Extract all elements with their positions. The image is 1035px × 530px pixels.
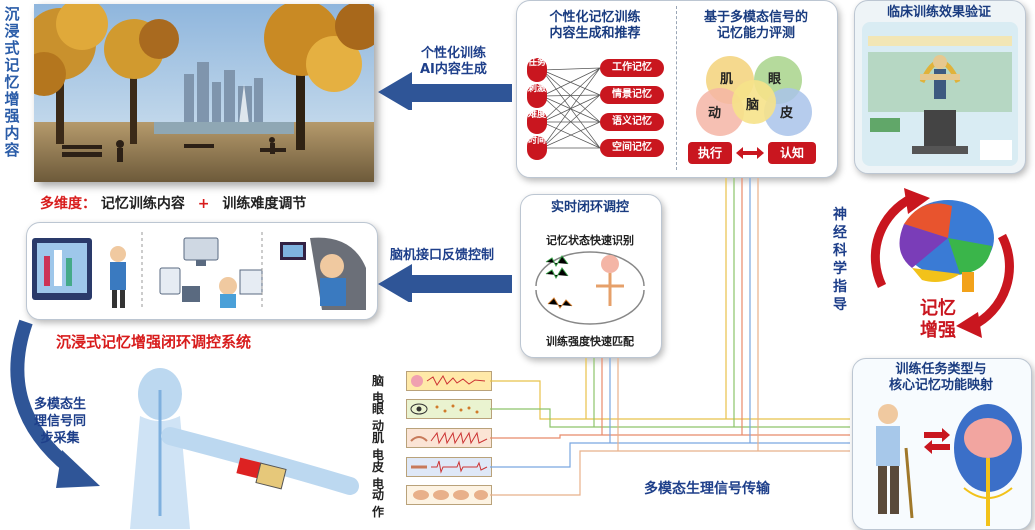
- sync-label: 多模态生理信号同步采集: [34, 397, 87, 446]
- realtime-top-text: 记忆状态快速识别: [546, 234, 634, 247]
- signal-box-motion: [406, 485, 492, 505]
- signal-name-emg: 肌电: [372, 431, 385, 462]
- venn-label-muscle: 肌: [720, 72, 734, 87]
- realtime-title: 实时闭环调控: [550, 200, 629, 215]
- park-scene-image: [34, 4, 374, 182]
- double-arrow-icon: [736, 147, 764, 159]
- output-working-memory: 工作记忆: [600, 59, 664, 77]
- signal-name-eeg: 脑电: [372, 374, 385, 405]
- execution-button: 执行: [688, 142, 732, 164]
- signal-box-emg: [406, 428, 492, 448]
- personalized-network: [541, 67, 601, 149]
- venn-label-motion: 动: [708, 106, 722, 121]
- input-node-task: 任务: [527, 58, 547, 82]
- signal-box-eeg: [406, 371, 492, 391]
- system-title: 沉浸式记忆增强闭环调控系统: [56, 333, 252, 351]
- venn-label-eye: 眼: [768, 72, 782, 87]
- input-node-time: 时间: [527, 136, 547, 160]
- realtime-bottom-text: 训练强度快速匹配: [546, 335, 634, 348]
- cognition-button: 认知: [768, 142, 816, 164]
- human-body-illustration: [130, 368, 359, 529]
- signal-name-eda: 皮电: [372, 460, 385, 491]
- signal-box-eda: [406, 457, 492, 477]
- venn-label-skin: 皮: [780, 106, 794, 121]
- modality-venn: [696, 56, 812, 136]
- side-title: 沉浸式 记忆增 强内容: [4, 5, 20, 159]
- venn-label-brain: 脑: [746, 98, 760, 113]
- personalized-title: 个性化记忆训练内容生成和推荐: [549, 10, 641, 41]
- input-node-stimulus: 刺激: [527, 84, 547, 108]
- caption-part2: 训练难度调节: [222, 196, 307, 212]
- clinical-title: 临床训练效果验证: [886, 5, 991, 20]
- caption-part1: 记忆训练内容: [100, 196, 185, 212]
- memory-boost-label: 记忆增强: [920, 298, 956, 341]
- mapping-illustration: [876, 404, 1022, 526]
- signal-box-eye: [406, 399, 492, 419]
- sync-curve-arrow: [10, 319, 100, 488]
- caption: 多维度： 记忆训练内容 + 训练难度调节: [40, 193, 306, 213]
- output-spatial-memory: 空间记忆: [600, 139, 664, 157]
- panel-divider: [676, 6, 678, 170]
- bci-feedback-label: 脑机接口反馈控制: [390, 248, 495, 263]
- mapping-title: 训练任务类型与核心记忆功能映射: [888, 362, 993, 393]
- assessment-title: 基于多模态信号的记忆能力评测: [703, 10, 808, 41]
- ai-content-arrow: [378, 72, 512, 110]
- training-scenes-illustration: [32, 232, 366, 310]
- realtime-panel: [520, 194, 662, 358]
- output-semantic-memory: 语义记忆: [600, 113, 664, 131]
- memory-enhancement-brain: [870, 188, 1014, 338]
- neuro-guidance-label: 神经科 学指导: [833, 207, 847, 313]
- output-episodic-memory: 情景记忆: [600, 86, 664, 104]
- bci-feedback-arrow: [378, 264, 512, 302]
- signal-transmission-lines: [490, 178, 850, 496]
- signal-name-eye: 眼动: [372, 402, 385, 433]
- signal-name-motion: 动作: [372, 488, 385, 519]
- transmission-label: 多模态生理信号传输: [644, 481, 770, 497]
- caption-plus: +: [197, 196, 210, 212]
- input-node-difficulty: 难度: [527, 110, 547, 134]
- clinical-trial-illustration: [862, 22, 1018, 166]
- realtime-loop-illustration: [535, 251, 645, 325]
- caption-prefix: 多维度：: [40, 196, 96, 212]
